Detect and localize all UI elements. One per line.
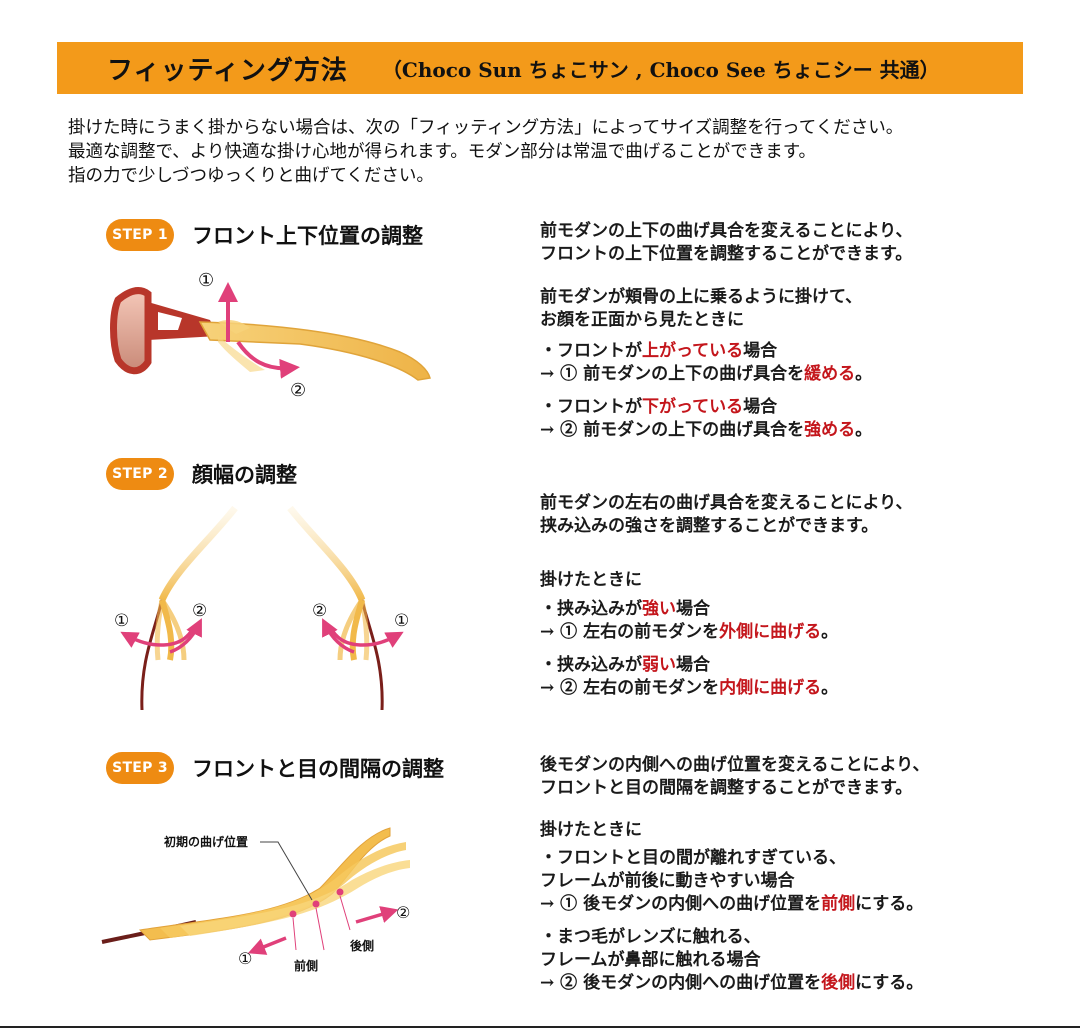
step2-desc: 掛けたときに <box>540 570 642 590</box>
step1-desc: 前モダンが頬骨の上に乗るように掛けて、 <box>540 287 863 307</box>
marker-2: ② <box>290 380 306 401</box>
right-modern-out <box>359 599 370 661</box>
guide-line <box>292 917 297 951</box>
guide-line <box>339 895 351 931</box>
left-modern-out <box>154 599 165 661</box>
step1-case2: ・フロントが下がっている場合 → ② 前モダンの上下の曲げ具合を強める。 <box>540 396 872 442</box>
step2-illustration: ① ② ① ② <box>114 505 409 711</box>
intro-line: 最適な調整で、より快適な掛け心地が得られます。モダン部分は常温で曲げることができ… <box>68 142 816 162</box>
step3-illustration: 初期の曲げ位置 ① ② 前側 後側 <box>101 827 410 973</box>
step3-desc: フロントと目の間隔を調整することができます。 <box>540 778 913 798</box>
case-line: フレームが鼻部に触れる場合 <box>540 950 761 970</box>
step2-text-2: 掛けたときに <box>540 569 642 592</box>
temple-shape <box>198 321 431 381</box>
step2-case2: ・挟み込みが弱い場合 → ② 左右の前モダンを内側に曲げる。 <box>540 654 838 700</box>
label-front: 前側 <box>294 958 318 973</box>
case-line: ・挟み込みが弱い場合 <box>540 655 710 675</box>
case-line: ・フロントが上がっている場合 <box>540 341 778 361</box>
marker-1: ① <box>238 949 252 968</box>
action-line: → ① 左右の前モダンを外側に曲げる。 <box>540 622 839 642</box>
marker-2: ② <box>312 601 327 621</box>
action-line: → ② 左右の前モダンを内側に曲げる。 <box>540 678 839 698</box>
case-line: ・フロントと目の間が離れすぎている、 <box>540 848 846 868</box>
case-line: ・フロントが下がっている場合 <box>540 397 778 417</box>
front-modern-down <box>218 336 265 372</box>
arrow-back-icon <box>355 906 399 924</box>
step3-case2: ・まつ毛がレンズに触れる、 フレームが鼻部に触れる場合 → ② 後モダンの内側へ… <box>540 926 923 995</box>
bottom-divider <box>0 1026 1080 1028</box>
intro-text: 掛けた時にうまく掛からない場合は、次の「フィッティング方法」によってサイズ調整を… <box>68 116 1028 188</box>
marker-2: ② <box>192 601 207 621</box>
label-back: 後側 <box>350 938 374 953</box>
title-banner: フィッティング方法 （Choco Sun ちょこサン , Choco See ち… <box>57 42 1023 94</box>
label-leader <box>260 841 313 901</box>
step3-desc: 掛けたときに <box>540 820 642 840</box>
bend-point-back <box>336 888 344 896</box>
step1-desc: お顔を正面から見たときに <box>540 310 744 330</box>
step2-heading: STEP 2 顔幅の調整 <box>106 458 297 490</box>
temple-front <box>180 860 410 936</box>
step-badge: STEP 2 <box>106 458 174 490</box>
step3-case1: ・フロントと目の間が離れすぎている、 フレームが前後に動きやすい場合 → ① 後… <box>540 847 923 916</box>
step2-text: 前モダンの左右の曲げ具合を変えることにより、 挟み込みの強さを調整することができ… <box>540 492 912 538</box>
front-frame-shape <box>148 302 218 340</box>
right-temple <box>287 505 366 602</box>
arrow-down-icon <box>236 340 300 379</box>
case-line: ・挟み込みが強い場合 <box>540 599 710 619</box>
marker-1: ① <box>198 270 214 291</box>
step1-text: 前モダンの上下の曲げ具合を変えることにより、 フロントの上下位置を調整することが… <box>540 220 912 266</box>
action-line: → ② 前モダンの上下の曲げ具合を強める。 <box>540 420 873 440</box>
right-modern-in <box>337 598 365 661</box>
lens-frame-shape <box>110 287 152 375</box>
step2-desc: 前モダンの左右の曲げ具合を変えることにより、 <box>540 493 913 513</box>
step2-case1: ・挟み込みが強い場合 → ① 左右の前モダンを外側に曲げる。 <box>540 598 838 644</box>
label-initial: 初期の曲げ位置 <box>164 834 248 849</box>
intro-line: 指の力で少しづつゆっくりと曲げてください。 <box>68 166 434 186</box>
step-title: 顔幅の調整 <box>192 462 297 487</box>
step-title: フロントと目の間隔の調整 <box>192 756 444 781</box>
arrow-front-icon <box>247 936 287 955</box>
left-modern-in <box>159 598 187 661</box>
guide-line <box>315 907 325 951</box>
marker-1: ① <box>114 611 129 631</box>
intro-line: 掛けた時にうまく掛からない場合は、次の「フィッティング方法」によってサイズ調整を… <box>68 118 904 138</box>
step1-desc: 前モダンの上下の曲げ具合を変えることにより、 <box>540 221 913 241</box>
step-badge: STEP 1 <box>106 219 174 251</box>
page-title: フィッティング方法 <box>107 55 348 86</box>
step3-desc: 後モダンの内側への曲げ位置を変えることにより、 <box>540 755 930 775</box>
case-line: ・まつ毛がレンズに触れる、 <box>540 927 761 947</box>
left-temple <box>158 505 238 602</box>
bend-point-initial <box>312 900 320 908</box>
action-line: → ① 後モダンの内側への曲げ位置を前側にする。 <box>540 894 924 914</box>
step2-desc: 挟み込みの強さを調整することができます。 <box>540 516 879 536</box>
step1-desc: フロントの上下位置を調整することができます。 <box>540 244 913 264</box>
action-line: → ② 後モダンの内側への曲げ位置を後側にする。 <box>540 973 924 993</box>
page-subtitle: （Choco Sun ちょこサン , Choco See ちょこシー 共通） <box>381 57 940 82</box>
marker-2: ② <box>396 903 410 922</box>
step3-heading: STEP 3 フロントと目の間隔の調整 <box>106 752 444 784</box>
arrow-in-icon <box>322 618 355 654</box>
step-badge: STEP 3 <box>106 752 174 784</box>
step3-text-2: 掛けたときに <box>540 819 642 842</box>
bend-point-front <box>289 910 297 918</box>
marker-1: ① <box>394 611 409 631</box>
action-line: → ① 前モダンの上下の曲げ具合を緩める。 <box>540 364 873 384</box>
step1-text-2: 前モダンが頬骨の上に乗るように掛けて、 お顔を正面から見たときに <box>540 286 862 332</box>
step3-text: 後モダンの内側への曲げ位置を変えることにより、 フロントと目の間隔を調整すること… <box>540 754 929 800</box>
step-title: フロント上下位置の調整 <box>192 223 423 248</box>
case-line: フレームが前後に動きやすい場合 <box>540 871 795 891</box>
step1-case1: ・フロントが上がっている場合 → ① 前モダンの上下の曲げ具合を緩める。 <box>540 340 872 386</box>
arrow-in-icon <box>169 618 202 654</box>
step1-illustration: ① ② <box>110 270 431 401</box>
step1-heading: STEP 1 フロント上下位置の調整 <box>106 219 423 251</box>
frame-cutout <box>158 312 182 330</box>
